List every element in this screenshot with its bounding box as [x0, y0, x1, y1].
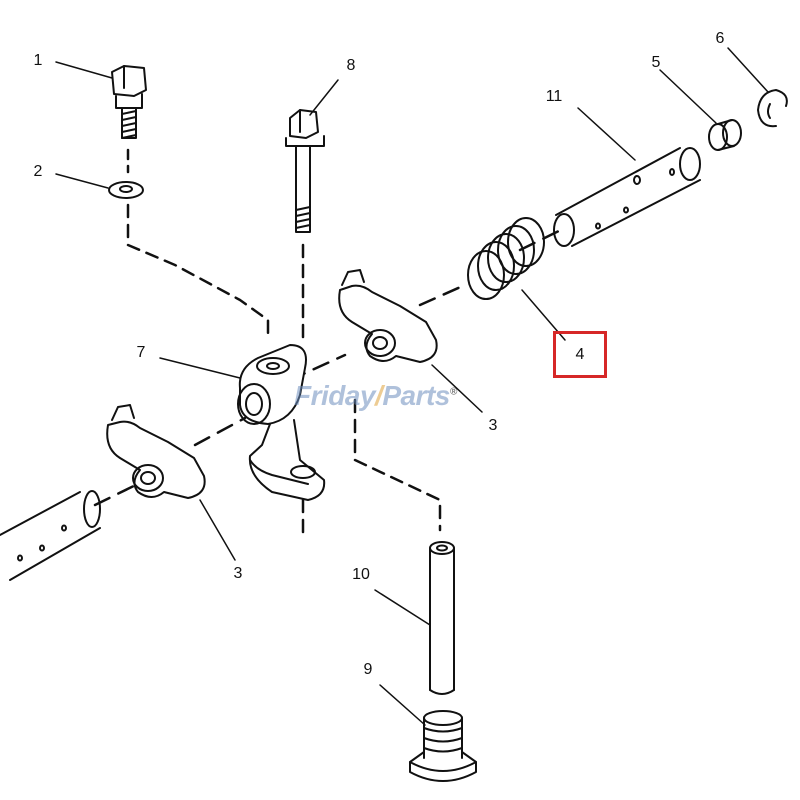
callout-3-upper: 3 [488, 417, 498, 434]
bolt-part-8 [285, 109, 325, 233]
callout-10: 10 [352, 566, 370, 583]
highlight-box-part-4 [553, 331, 607, 378]
callout-9: 9 [363, 661, 373, 678]
callout-1: 1 [33, 52, 43, 69]
spring-part-4 [467, 217, 545, 300]
shaft-lower-left [0, 490, 101, 581]
callout-7: 7 [136, 344, 146, 361]
watermark-text-a: Friday [294, 380, 376, 411]
callout-2: 2 [33, 163, 43, 180]
bracket-part-7 [237, 344, 326, 501]
shaft-part-11 [553, 147, 701, 247]
push-rod-part-10 [429, 541, 455, 695]
plug-part-5 [708, 119, 742, 151]
callout-6: 6 [715, 30, 725, 47]
watermark-registered-mark: ® [449, 386, 457, 398]
snap-ring-part-6 [757, 89, 788, 128]
washer-part-2 [108, 181, 144, 199]
callout-8: 8 [346, 57, 356, 74]
watermark-slash: / [375, 380, 383, 411]
callout-11: 11 [545, 88, 563, 105]
rocker-arm-part-3-upper [338, 269, 438, 363]
callout-4: 4 [575, 346, 585, 363]
bolt-1-assembly-path [126, 203, 270, 342]
callout-3-lower: 3 [233, 565, 243, 582]
tappet-part-9 [409, 710, 477, 782]
leader-lines [55, 47, 769, 726]
rocker-arm-part-3-lower [106, 404, 206, 499]
watermark-text-c: Parts [382, 380, 450, 411]
callout-5: 5 [651, 54, 661, 71]
push-rod-axis-lower [353, 458, 442, 532]
bolt-part-1 [111, 65, 147, 139]
fridayparts-watermark-logo: Friday/Parts® [294, 380, 457, 412]
